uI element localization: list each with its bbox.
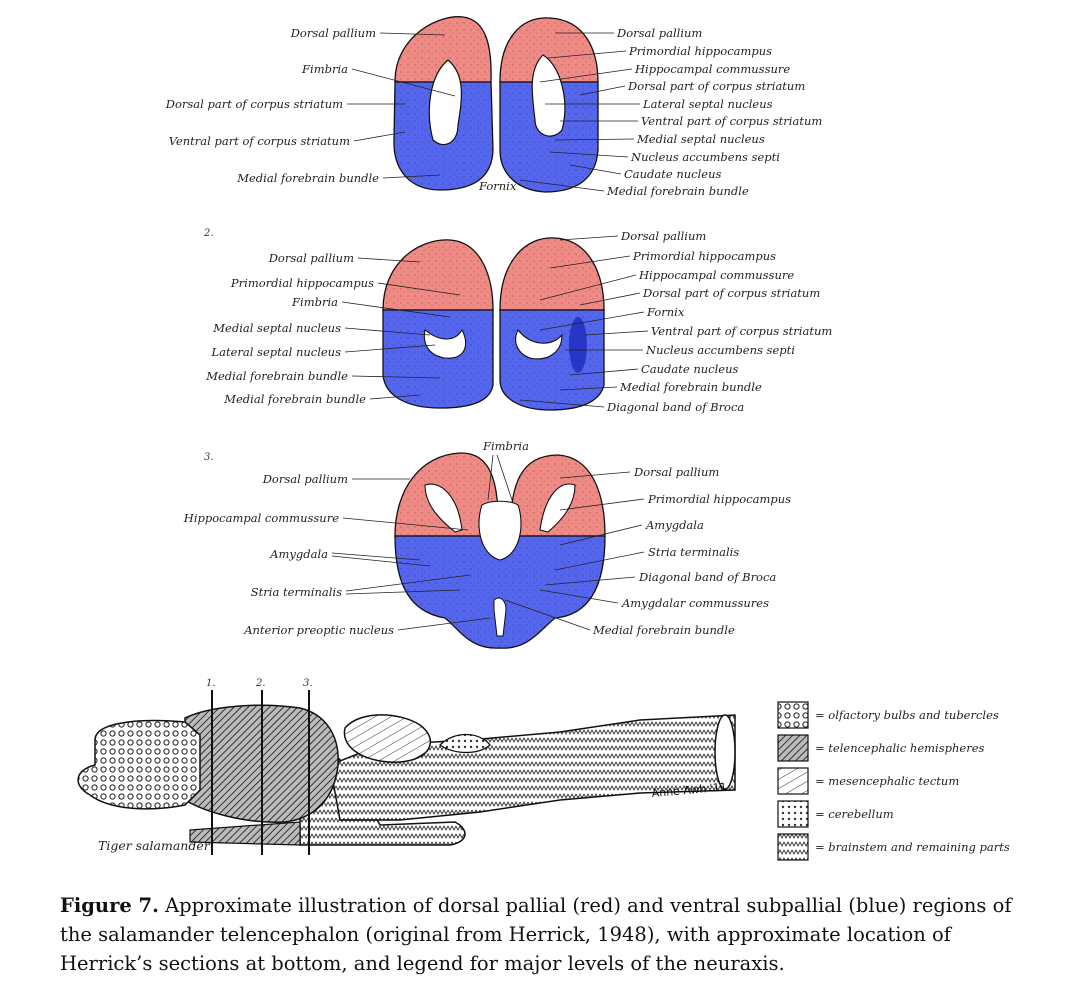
s1-center-label: Fornix: [478, 179, 517, 193]
section-2: [341, 235, 649, 411]
section-1-left-hemisphere: [393, 16, 494, 191]
s2-left-label: Lateral septal nucleus: [210, 345, 341, 359]
s1-right-label: Ventral part of corpus striatum: [641, 114, 822, 128]
s3-number: 3.: [204, 452, 214, 463]
s1-right-label: Hippocampal commussure: [634, 62, 790, 76]
brain-section-mark: 2.: [255, 678, 266, 689]
s2-right-label: Medial forebrain bundle: [619, 380, 762, 394]
s1-left-label: Fimbria: [301, 62, 348, 76]
s2-left-label: Dorsal pallium: [268, 251, 354, 265]
s3-left-label: Dorsal pallium: [262, 472, 348, 486]
legend-swatch-cerebellum: [777, 800, 809, 828]
s1-left-label: Ventral part of corpus striatum: [169, 134, 350, 148]
s2-right-label: Fornix: [646, 305, 685, 319]
s1-right-label: Primordial hippocampus: [628, 44, 772, 58]
s3-left-label: Hippocampal commussure: [183, 511, 339, 525]
s2-right-label: Hippocampal commussure: [638, 268, 794, 282]
s3-right-label: Amygdalar commussures: [621, 596, 769, 610]
s2-right-label: Diagonal band of Broca: [606, 400, 744, 414]
s3-right-label: Primordial hippocampus: [647, 492, 791, 506]
s2-number: 2.: [203, 228, 214, 239]
s2-left-label: Medial forebrain bundle: [223, 392, 366, 406]
s2-right-label: Primordial hippocampus: [632, 249, 776, 263]
s3-center-label: Fimbria: [482, 439, 529, 453]
legend-label: = brainstem and remaining parts: [815, 840, 1010, 854]
s1-left-label: Dorsal part of corpus striatum: [165, 97, 343, 111]
brain-section-mark: 1.: [206, 678, 216, 689]
s2-right-label: Nucleus accumbens septi: [645, 343, 795, 357]
s1-right-label: Medial forebrain bundle: [606, 184, 749, 198]
legend-label: = mesencephalic tectum: [815, 774, 959, 788]
figure-illustration: Dorsal pallium Fimbria Dorsal part of co…: [77, 16, 1010, 861]
section-3-leader-lines: [331, 454, 645, 631]
s1-right-label: Nucleus accumbens septi: [630, 150, 780, 164]
s3-right-label: Medial forebrain bundle: [592, 623, 735, 637]
section-1-right-hemisphere: [499, 17, 599, 193]
section-2-right-hemisphere: [499, 237, 605, 411]
legend-swatch-olfactory: [777, 701, 809, 729]
caption-text: Approximate illustration of dorsal palli…: [60, 894, 1012, 975]
legend-label: = olfactory bulbs and tubercles: [815, 708, 999, 722]
legend-label: = telencephalic hemispheres: [815, 741, 985, 755]
legend-swatch-telencephalic: [777, 734, 809, 762]
s3-right-label: Stria terminalis: [648, 545, 739, 559]
figure-caption: Figure 7. Approximate illustration of do…: [60, 891, 1045, 978]
section-2-leader-lines: [341, 235, 649, 408]
section-3: [331, 452, 645, 649]
s2-right-label: Dorsal part of corpus striatum: [642, 286, 820, 300]
s1-right-label: Dorsal pallium: [616, 26, 702, 40]
species-label: Tiger salamander: [98, 838, 211, 853]
legend-swatch-tectum: [777, 767, 809, 795]
s3-right-label: Dorsal pallium: [633, 465, 719, 479]
s1-right-label: Dorsal part of corpus striatum: [627, 79, 805, 93]
s2-left-label: Medial septal nucleus: [212, 321, 341, 335]
s2-right-label: Caudate nucleus: [641, 362, 739, 376]
section-1: [347, 16, 640, 193]
legend-swatches: [777, 701, 809, 861]
s2-left-label: Primordial hippocampus: [230, 276, 374, 290]
section-3-left-hemisphere: [394, 452, 606, 649]
legend-swatch-brainstem: [777, 833, 809, 861]
s2-right-label: Ventral part of corpus striatum: [651, 324, 832, 338]
s1-left-label: Dorsal pallium: [290, 26, 376, 40]
s3-left-label: Anterior preoptic nucleus: [243, 623, 394, 637]
brain-lateral-view: [77, 690, 736, 855]
s2-left-label: Medial forebrain bundle: [205, 369, 348, 383]
section-1-leader-lines: [347, 32, 640, 192]
caption-label: Figure 7.: [60, 894, 159, 917]
section-2-left-hemisphere: [382, 239, 494, 409]
s3-left-label: Stria terminalis: [251, 585, 342, 599]
brain-section-mark: 3.: [303, 678, 313, 689]
s1-right-label: Lateral septal nucleus: [642, 97, 773, 111]
s1-right-label: Medial septal nucleus: [636, 132, 765, 146]
s1-left-label: Medial forebrain bundle: [236, 171, 379, 185]
s3-right-label: Amygdala: [645, 518, 704, 532]
s1-right-label: Caudate nucleus: [624, 167, 722, 181]
s3-left-label: Amygdala: [269, 547, 328, 561]
s3-right-label: Diagonal band of Broca: [638, 570, 776, 584]
s2-right-label: Dorsal pallium: [620, 229, 706, 243]
s2-left-label: Fimbria: [291, 295, 338, 309]
legend-label: = cerebellum: [815, 807, 894, 821]
